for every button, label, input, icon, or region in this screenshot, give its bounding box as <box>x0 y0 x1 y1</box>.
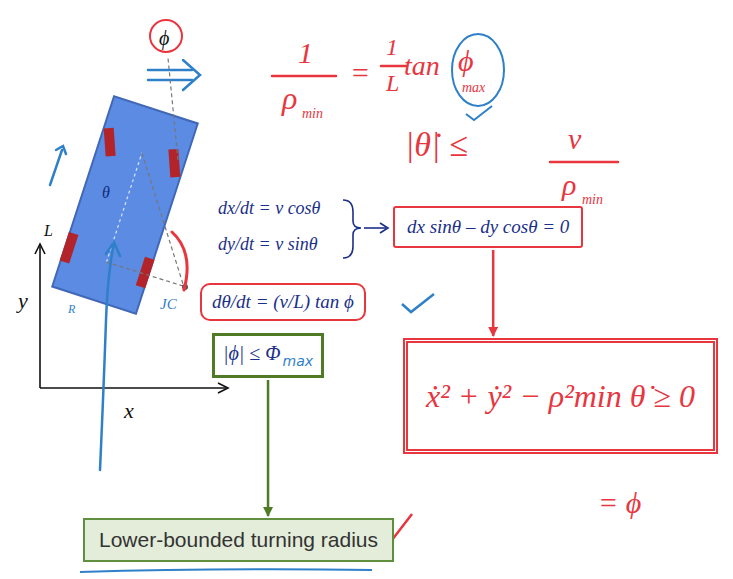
node-text: Lower-bounded turning radius <box>99 528 378 551</box>
math-label: x <box>124 398 134 424</box>
math-label: ρ <box>282 80 297 117</box>
geometry-lines <box>106 58 183 286</box>
math-label: L <box>386 70 399 97</box>
math-label: ρ <box>562 168 576 202</box>
math-label: JC <box>160 296 177 313</box>
math-label: min <box>302 106 323 122</box>
math-label: R <box>68 302 75 317</box>
equation-box: dx sinθ – dy cosθ = 0 <box>393 206 583 248</box>
node-text: |ϕ| ≤ Φ <box>223 342 281 364</box>
math-label: ϕ <box>159 27 169 50</box>
math-label: 1 <box>386 34 398 61</box>
math-label: tan <box>404 50 440 82</box>
check-mark <box>402 294 434 312</box>
highlight-circle <box>150 20 182 52</box>
node-text: dθ/dt = (v/L) tan ϕ <box>212 291 354 312</box>
car-body <box>51 96 198 314</box>
highlight-circle <box>452 34 504 106</box>
math-label: = ϕ <box>598 486 641 520</box>
bound-box: |ϕ| ≤ Φmax <box>212 333 324 378</box>
underline <box>80 569 372 572</box>
node-text: ẋ² + ẏ² − ρ²min θ̇ ≥ 0 <box>426 378 695 415</box>
equation-box: dθ/dt = (v/L) tan ϕ <box>200 283 366 321</box>
math-label: 1 <box>298 36 313 70</box>
math-label: max <box>462 80 485 96</box>
math-label: y <box>18 288 28 314</box>
connector-arrow <box>492 250 495 336</box>
result-box: Lower-bounded turning radius <box>83 518 394 562</box>
constraint-box: ẋ² + ẏ² − ρ²min θ̇ ≥ 0 <box>403 338 718 454</box>
check-mark <box>466 106 492 120</box>
pen-strokes <box>50 146 120 470</box>
pen-stroke <box>172 232 187 290</box>
node-text: dx sinθ – dy cosθ = 0 <box>407 216 569 237</box>
math-label: θ <box>102 184 110 202</box>
implies-arrow <box>148 60 200 90</box>
connector-arrow <box>267 380 270 516</box>
math-label: dx/dt = v cosθ <box>218 198 320 219</box>
brace <box>343 200 388 258</box>
math-label: ϕ <box>458 44 474 78</box>
math-label: L <box>44 222 53 240</box>
math-label: min <box>582 192 603 208</box>
math-label: dy/dt = v sinθ <box>218 234 317 255</box>
math-label: v <box>568 122 581 156</box>
math-label: = <box>350 56 370 90</box>
subscript-text: max <box>283 353 314 369</box>
math-label: |θ̇| ≤ <box>405 126 468 164</box>
